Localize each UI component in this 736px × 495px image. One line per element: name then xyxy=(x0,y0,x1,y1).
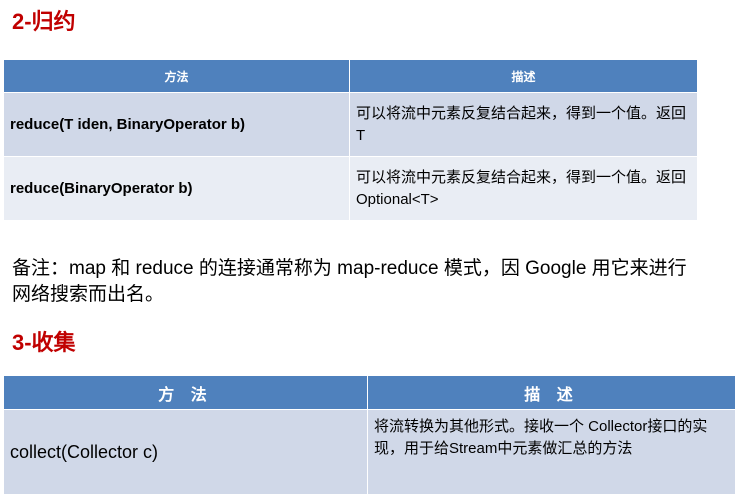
method-cell: collect(Collector c) xyxy=(3,409,368,495)
description-cell: 可以将流中元素反复结合起来，得到一个值。返回 Optional<T> xyxy=(349,156,698,221)
table-row: reduce(T iden, BinaryOperator b) 可以将流中元素… xyxy=(3,92,698,157)
table-row: reduce(BinaryOperator b) 可以将流中元素反复结合起来，得… xyxy=(3,156,698,221)
description-cell: 可以将流中元素反复结合起来，得到一个值。返回 T xyxy=(349,92,698,157)
method-cell: reduce(T iden, BinaryOperator b) xyxy=(3,92,350,157)
table-header-row: 方 法 描 述 xyxy=(3,375,736,410)
section-heading-reduce: 2-归约 xyxy=(12,9,76,34)
column-header-description: 描 述 xyxy=(367,375,736,410)
description-cell: 将流转换为其他形式。接收一个 Collector接口的实现，用于给Stream中… xyxy=(367,409,736,495)
table-header-row: 方法 描述 xyxy=(3,59,698,93)
column-header-method: 方 法 xyxy=(3,375,368,410)
note-paragraph: 备注：map 和 reduce 的连接通常称为 map-reduce 模式，因 … xyxy=(12,258,687,305)
method-cell: reduce(BinaryOperator b) xyxy=(3,156,350,221)
column-header-description: 描述 xyxy=(349,59,698,93)
reduce-methods-table: 方法 描述 reduce(T iden, BinaryOperator b) 可… xyxy=(3,59,698,221)
column-header-method: 方法 xyxy=(3,59,350,93)
section-heading-collect: 3-收集 xyxy=(12,330,76,355)
table-row: collect(Collector c) 将流转换为其他形式。接收一个 Coll… xyxy=(3,409,736,495)
collect-methods-table: 方 法 描 述 collect(Collector c) 将流转换为其他形式。接… xyxy=(3,375,736,495)
